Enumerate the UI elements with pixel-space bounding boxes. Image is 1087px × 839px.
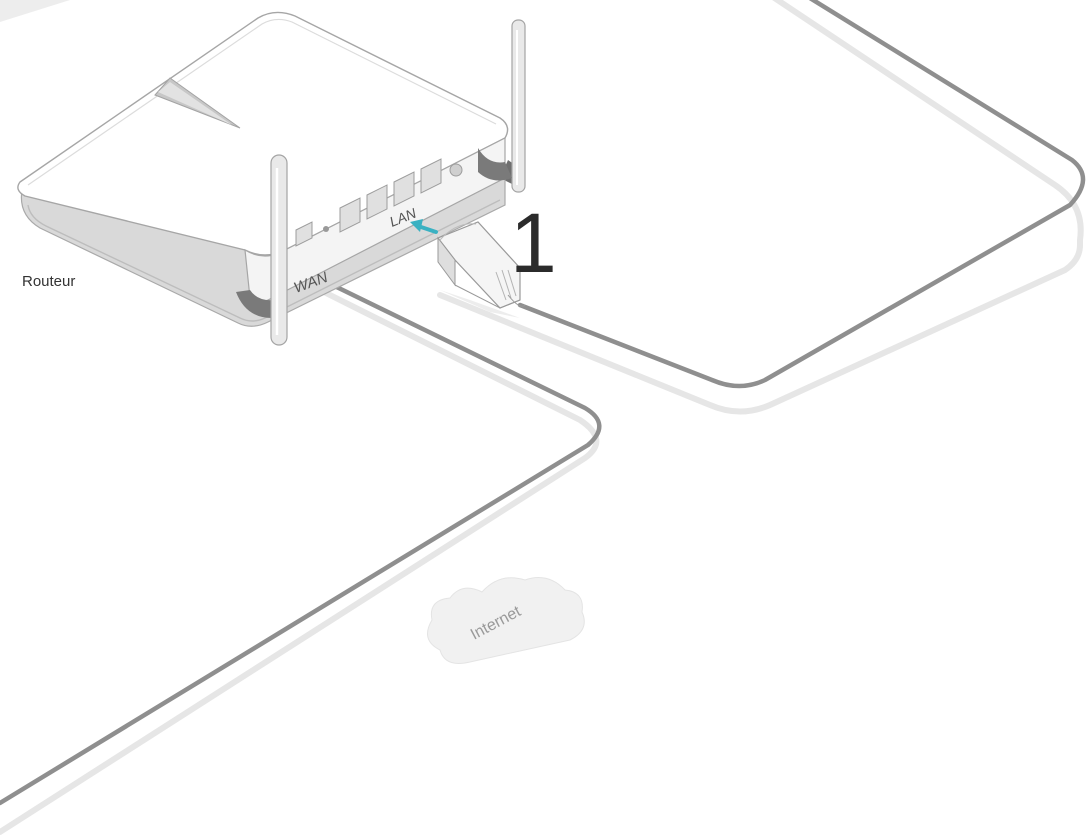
lan-cable	[520, 0, 1083, 386]
router-icon	[18, 12, 525, 345]
wan-cable	[0, 275, 599, 803]
router-label: Routeur	[22, 273, 75, 290]
background-surface	[0, 0, 70, 22]
step-number: 1	[510, 196, 557, 290]
